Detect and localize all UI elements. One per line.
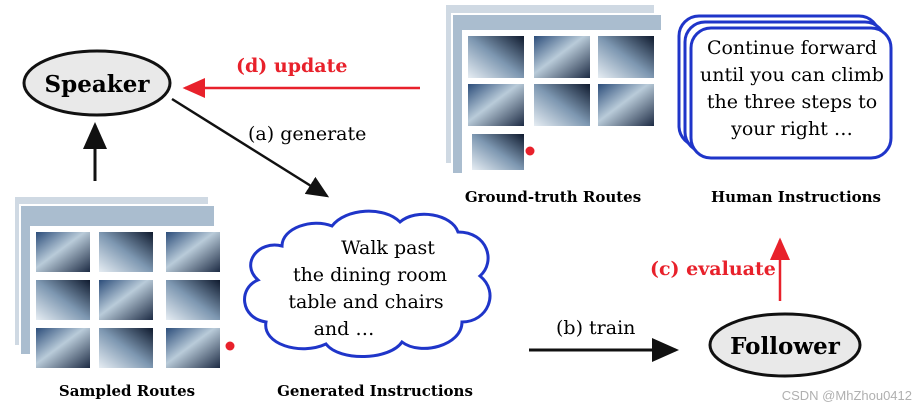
speaker-node: Speaker (22, 49, 172, 117)
sampled-routes-stack (13, 195, 235, 374)
speaker-label: Speaker (45, 71, 151, 98)
human-instructions-box (677, 14, 893, 160)
train-label: (b) train (556, 317, 635, 339)
generated-instruction-text: Walk past the dining room table and chai… (288, 237, 447, 340)
ground-truth-routes-grid (462, 30, 662, 174)
generated-instructions-caption: Generated Instructions (277, 382, 473, 400)
watermark: CSDN @MhZhou0412 (782, 388, 912, 403)
generate-arrow (171, 97, 330, 198)
generate-label: (a) generate (248, 123, 366, 145)
ground-truth-routes-caption: Ground-truth Routes (465, 188, 641, 206)
evaluate-label: (c) evaluate (650, 258, 776, 280)
generated-instruction-line: and … (314, 318, 375, 340)
goal-marker (225, 341, 235, 351)
generated-instruction-line: the dining room (293, 264, 447, 286)
update-label: (d) update (236, 55, 347, 77)
sampled-routes-grid (30, 226, 235, 374)
follower-node: Follower (708, 312, 862, 378)
human-instruction-line: your right … (730, 118, 853, 140)
human-instruction-text: Continue forward until you can climb the… (700, 37, 884, 140)
generated-instruction-line: table and chairs (288, 291, 443, 313)
follower-label: Follower (730, 333, 841, 360)
generated-instructions-cloud (243, 209, 492, 358)
human-instructions-caption: Human Instructions (711, 188, 881, 206)
human-instruction-line: until you can climb (700, 64, 884, 86)
sampled-routes-caption: Sampled Routes (59, 382, 195, 400)
goal-marker (525, 146, 535, 156)
human-instruction-line: Continue forward (707, 37, 877, 59)
ground-truth-routes-stack (444, 3, 663, 175)
human-instruction-line: the three steps to (707, 91, 877, 113)
generated-instruction-line: Walk past (341, 237, 435, 259)
